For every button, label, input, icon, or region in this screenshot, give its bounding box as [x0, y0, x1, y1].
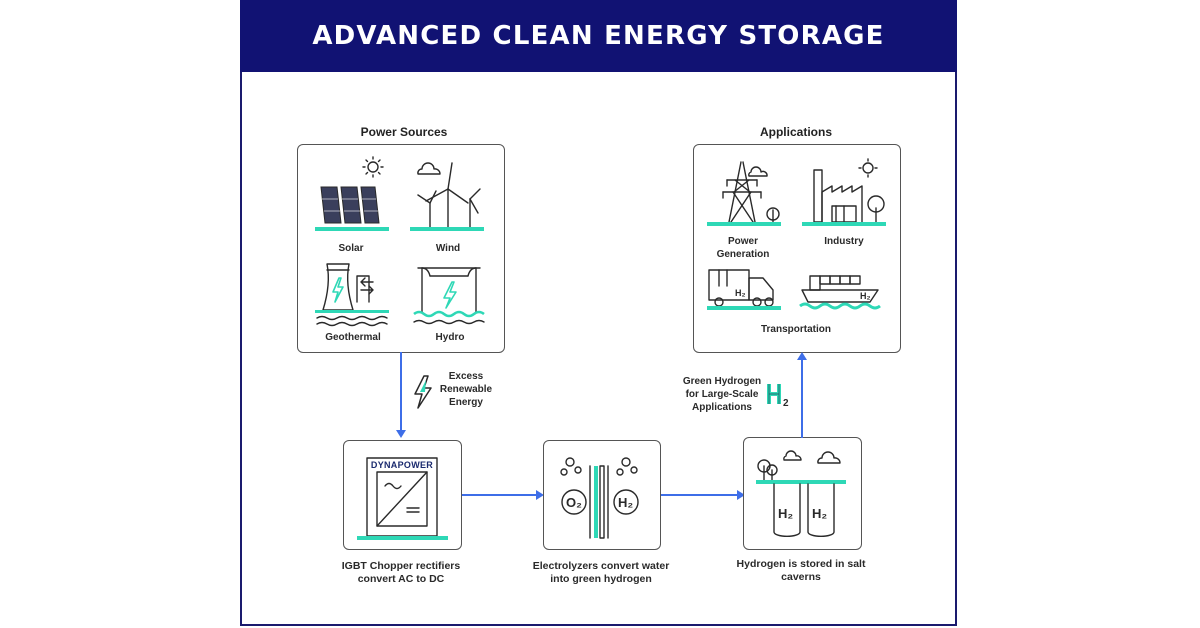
electrolyzer-caption: Electrolyzers convert water into green h…: [532, 560, 670, 585]
transportation-label: Transportation: [760, 324, 831, 335]
electrolyzer-panel: [543, 440, 661, 550]
solar-panel-icon: [315, 156, 389, 231]
wind-turbine-icon: [410, 162, 484, 231]
excess-energy-label: Excess Renewable Energy: [439, 371, 493, 408]
svg-text:2: 2: [783, 398, 789, 409]
flow-arrow-right-1: [462, 490, 544, 500]
rectifier-caption: IGBT Chopper rectifiers convert AC to DC: [341, 560, 461, 585]
dynapower-logo: DYNAPOWER: [370, 460, 434, 470]
applications-heading: Applications: [759, 125, 832, 139]
hydro-label: Hydro: [435, 332, 465, 343]
green-hydrogen-label: Green Hydrogen for Large-Scale Applicati…: [682, 376, 762, 413]
page-title: ADVANCED CLEAN ENERGY STORAGE: [312, 21, 885, 51]
salt-cavern-storage-icon: H₂ H₂: [756, 450, 846, 538]
wind-label: Wind: [435, 243, 461, 254]
solar-label: Solar: [338, 243, 364, 254]
lightning-bolt-icon: [414, 375, 432, 409]
svg-text:H₂: H₂: [812, 506, 827, 521]
flow-arrow-down: [396, 352, 406, 438]
factory-icon: [802, 158, 886, 226]
power-sources-heading: Power Sources: [360, 125, 448, 139]
flow-arrow-right-2: [661, 490, 745, 500]
storage-panel: [743, 437, 862, 550]
industry-label: Industry: [824, 236, 864, 247]
electrolyzer-icon: O₂ H₂: [560, 457, 639, 539]
flow-arrow-up: [797, 352, 807, 438]
svg-text:H₂: H₂: [778, 506, 793, 521]
dynapower-rectifier-icon: [357, 457, 448, 540]
power-tower-icon: [707, 161, 781, 226]
svg-text:H₂: H₂: [860, 291, 871, 301]
hydrogen-truck-icon: H₂: [707, 269, 781, 310]
h2-molecule-icon: 2: [767, 384, 789, 409]
title-banner: ADVANCED CLEAN ENERGY STORAGE: [240, 0, 957, 72]
geothermal-plant-icon: [315, 263, 389, 327]
svg-text:O₂: O₂: [566, 495, 582, 510]
hydro-dam-icon: [413, 267, 485, 325]
applications-panel: [693, 144, 901, 353]
svg-text:H₂: H₂: [735, 288, 746, 298]
svg-text:H₂: H₂: [618, 495, 633, 510]
power-sources-panel: [297, 144, 505, 353]
storage-caption: Hydrogen is stored in salt caverns: [736, 558, 866, 583]
power-generation-label: Power Generation: [716, 236, 770, 260]
geothermal-label: Geothermal: [325, 332, 381, 343]
cargo-ship-icon: H₂: [799, 275, 881, 310]
